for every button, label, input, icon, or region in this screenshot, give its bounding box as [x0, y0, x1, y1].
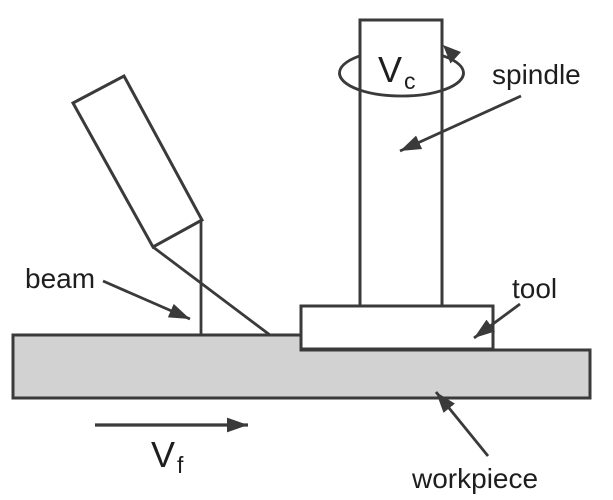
rotation-arrowhead-icon — [443, 45, 461, 64]
cutting-speed-subscript: c — [404, 68, 416, 94]
spindle-label: spindle — [492, 59, 581, 90]
tool-shape — [299, 304, 495, 351]
feed-rate-subscript: f — [177, 452, 184, 478]
beam-pointer-arrow — [102, 279, 191, 321]
cutting-speed-symbol: V — [378, 49, 402, 90]
workpiece-pointer-arrow — [434, 391, 490, 457]
feed-rate-symbol: V — [151, 434, 175, 475]
tool-label: tool — [512, 273, 557, 304]
beam-line-diagonal — [152, 245, 271, 337]
spindle-rotation-front-arc — [338, 72, 465, 98]
workpiece-label: workpiece — [411, 463, 538, 494]
beam-label: beam — [25, 263, 95, 294]
spindle-pointer-arrow — [399, 94, 522, 153]
tool-pointer-arrow — [473, 302, 521, 340]
beam-head-shape — [70, 73, 205, 250]
